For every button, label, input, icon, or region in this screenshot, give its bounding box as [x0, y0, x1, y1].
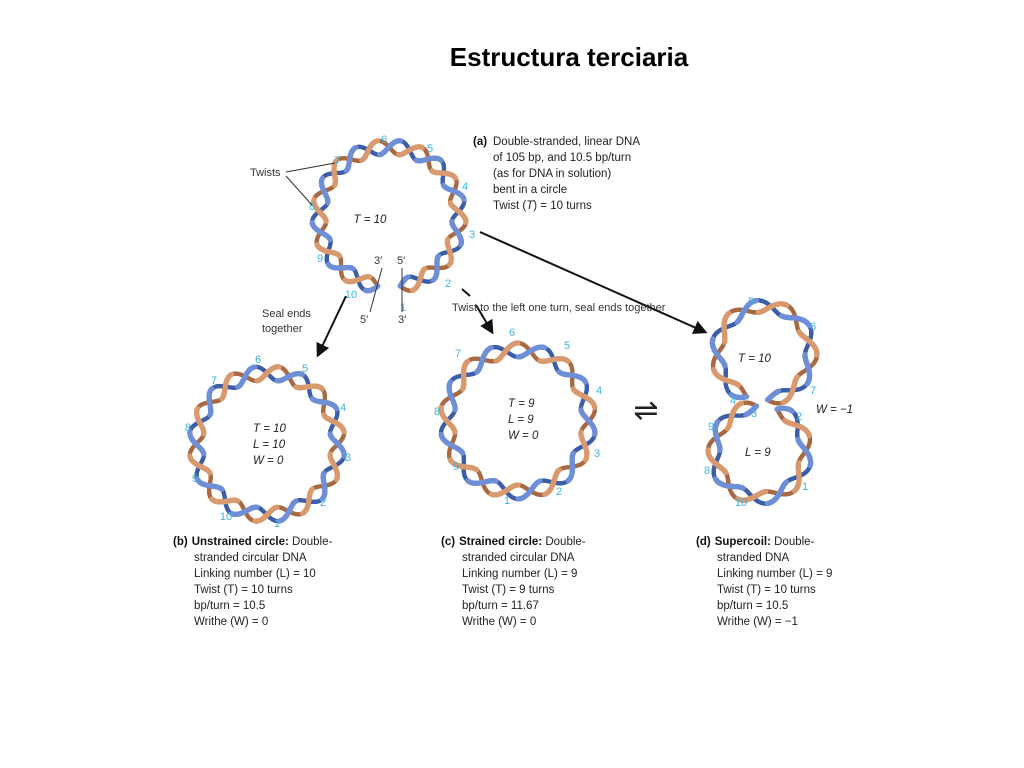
turn-number: 1: [400, 302, 406, 314]
end-label-3prime-top: 3′: [374, 255, 382, 267]
turn-number: 8: [434, 406, 440, 418]
twist-label-a: T = 10: [354, 214, 388, 226]
caption-b-line-1: stranded circular DNA: [194, 552, 307, 564]
strand-segment: [263, 512, 270, 519]
caption-b-line-0: (b)Unstrained circle: Double-: [173, 536, 332, 548]
caption-a-line-5: Twist (T) = 10 turns: [493, 200, 592, 212]
turn-number: 1: [274, 518, 280, 530]
caption-a-line-3: (as for DNA in solution): [493, 168, 611, 180]
caption-a-letter: (a): [473, 136, 487, 148]
caption-a-line-1: Double-stranded, linear DNA: [493, 136, 640, 148]
transformation-arrows: Seal ends together Twist to the left one…: [262, 231, 708, 427]
panel-b-unstrained-circle: 1 2 3 4 5 6 7 8 9 10 T = 10 L = 10 W = 0: [185, 354, 351, 530]
caption-b-line-4: bp/turn = 10.5: [194, 600, 265, 612]
turn-number: 3: [469, 229, 475, 241]
linking-label-c: L = 9: [508, 414, 534, 426]
turn-number: 4: [340, 402, 346, 414]
turn-number: 5: [427, 143, 433, 155]
end-label-3prime-bottom: 3′: [398, 314, 406, 326]
panel-a-linear-dna-circle: 1 2 3 4 5 6 7 8 9 10 T = 10 Twists 3′ 5′ 5′ 3′: [250, 134, 475, 326]
turn-number: 10: [345, 289, 357, 301]
linking-label-b: L = 10: [253, 439, 286, 451]
caption-a-line-4: bent in a circle: [493, 184, 567, 196]
twist-arrow-c-tail: [461, 288, 471, 297]
strand-segment: [264, 369, 271, 376]
seal-ends-label-1: Seal ends: [262, 308, 311, 320]
turn-number: 6: [509, 327, 515, 339]
turn-number: 3: [594, 448, 600, 460]
equilibrium-arrows: ⇌: [633, 394, 658, 427]
turn-number: 5: [302, 363, 308, 375]
turn-number: 6: [381, 134, 387, 146]
turn-number: 7: [211, 375, 217, 387]
caption-b: (b)Unstrained circle: Double- stranded c…: [173, 536, 332, 628]
caption-c-line-2: Linking number (L) = 9: [462, 568, 577, 580]
caption-a: (a) Double-stranded, linear DNA of 105 b…: [473, 136, 640, 212]
turn-number: 7: [455, 348, 461, 360]
turn-number: 3: [345, 452, 351, 464]
caption-c-line-0: (c)Strained circle: Double-: [441, 536, 586, 548]
caption-b-line-5: Writhe (W) = 0: [194, 616, 268, 628]
writhe-label-b: W = 0: [253, 455, 284, 467]
caption-c-line-1: stranded circular DNA: [462, 552, 575, 564]
strand-segment: [456, 208, 463, 215]
turn-number: 8: [185, 422, 191, 434]
strand-segment: [335, 441, 342, 448]
strand-segment: [386, 143, 393, 150]
end-pointer-1: [369, 267, 383, 313]
caption-b-line-3: Twist (T) = 10 turns: [194, 584, 293, 596]
turn-number: 5: [564, 340, 570, 352]
turn-number: 2: [445, 278, 451, 290]
writhe-label-c: W = 0: [508, 430, 539, 442]
caption-c-line-3: Twist (T) = 9 turns: [462, 584, 555, 596]
strand-segment: [503, 347, 509, 354]
turn-number: 2: [556, 486, 562, 498]
turn-numbers-a: 1 2 3 4 5 6 7 8 9 10: [309, 134, 475, 314]
caption-c-line-4: bp/turn = 11.67: [462, 600, 539, 612]
turn-number: 4: [462, 181, 468, 193]
panel-c-strained-circle: 1 2 3 4 5 6 7 8 9 T = 9 L = 9 W = 0: [434, 327, 602, 507]
slide-title: Estructura terciaria: [449, 42, 689, 72]
strand-segment: [192, 440, 199, 447]
turn-number: 9: [317, 253, 323, 265]
caption-a-line-2: of 105 bp, and 10.5 bp/turn: [493, 152, 631, 164]
twists-pointer-line-1: [285, 162, 336, 173]
turn-number: 9: [453, 461, 459, 473]
strand-segment: [443, 417, 450, 424]
turn-number: 9: [192, 473, 198, 485]
turn-number: 8: [309, 201, 315, 213]
turn-number: 1: [504, 495, 510, 507]
strand-segment: [316, 208, 322, 215]
dna-helix-b: [187, 364, 347, 524]
seal-ends-label-2: together: [262, 323, 303, 335]
turn-number: 7: [334, 155, 340, 167]
seal-ends-arrow: [316, 295, 347, 358]
end-label-5prime-top: 5′: [397, 255, 405, 267]
twist-arrow-d: [479, 231, 708, 334]
turn-number: 6: [255, 354, 261, 366]
caption-b-line-2: Linking number (L) = 10: [194, 568, 316, 580]
turn-number: 4: [596, 385, 602, 397]
twist-arrow-label: Twist to the left one turn, seal ends to…: [452, 302, 666, 314]
twists-label: Twists: [250, 167, 281, 179]
turn-number: 2: [320, 497, 326, 509]
end-label-5prime-bottom: 5′: [360, 314, 368, 326]
caption-c: (c)Strained circle: Double- stranded cir…: [441, 536, 586, 628]
strand-segment: [527, 488, 533, 495]
twist-label-b: T = 10: [253, 423, 287, 435]
dna-helix-d: [705, 297, 820, 507]
twists-pointer-line-2: [285, 175, 313, 206]
twist-label-c: T = 9: [508, 398, 535, 410]
turn-number: 10: [220, 511, 232, 523]
dna-helix-a: [309, 138, 469, 294]
twist-arrow-c: [475, 304, 494, 335]
strand-segment: [585, 417, 592, 424]
caption-c-line-5: Writhe (W) = 0: [462, 616, 536, 628]
